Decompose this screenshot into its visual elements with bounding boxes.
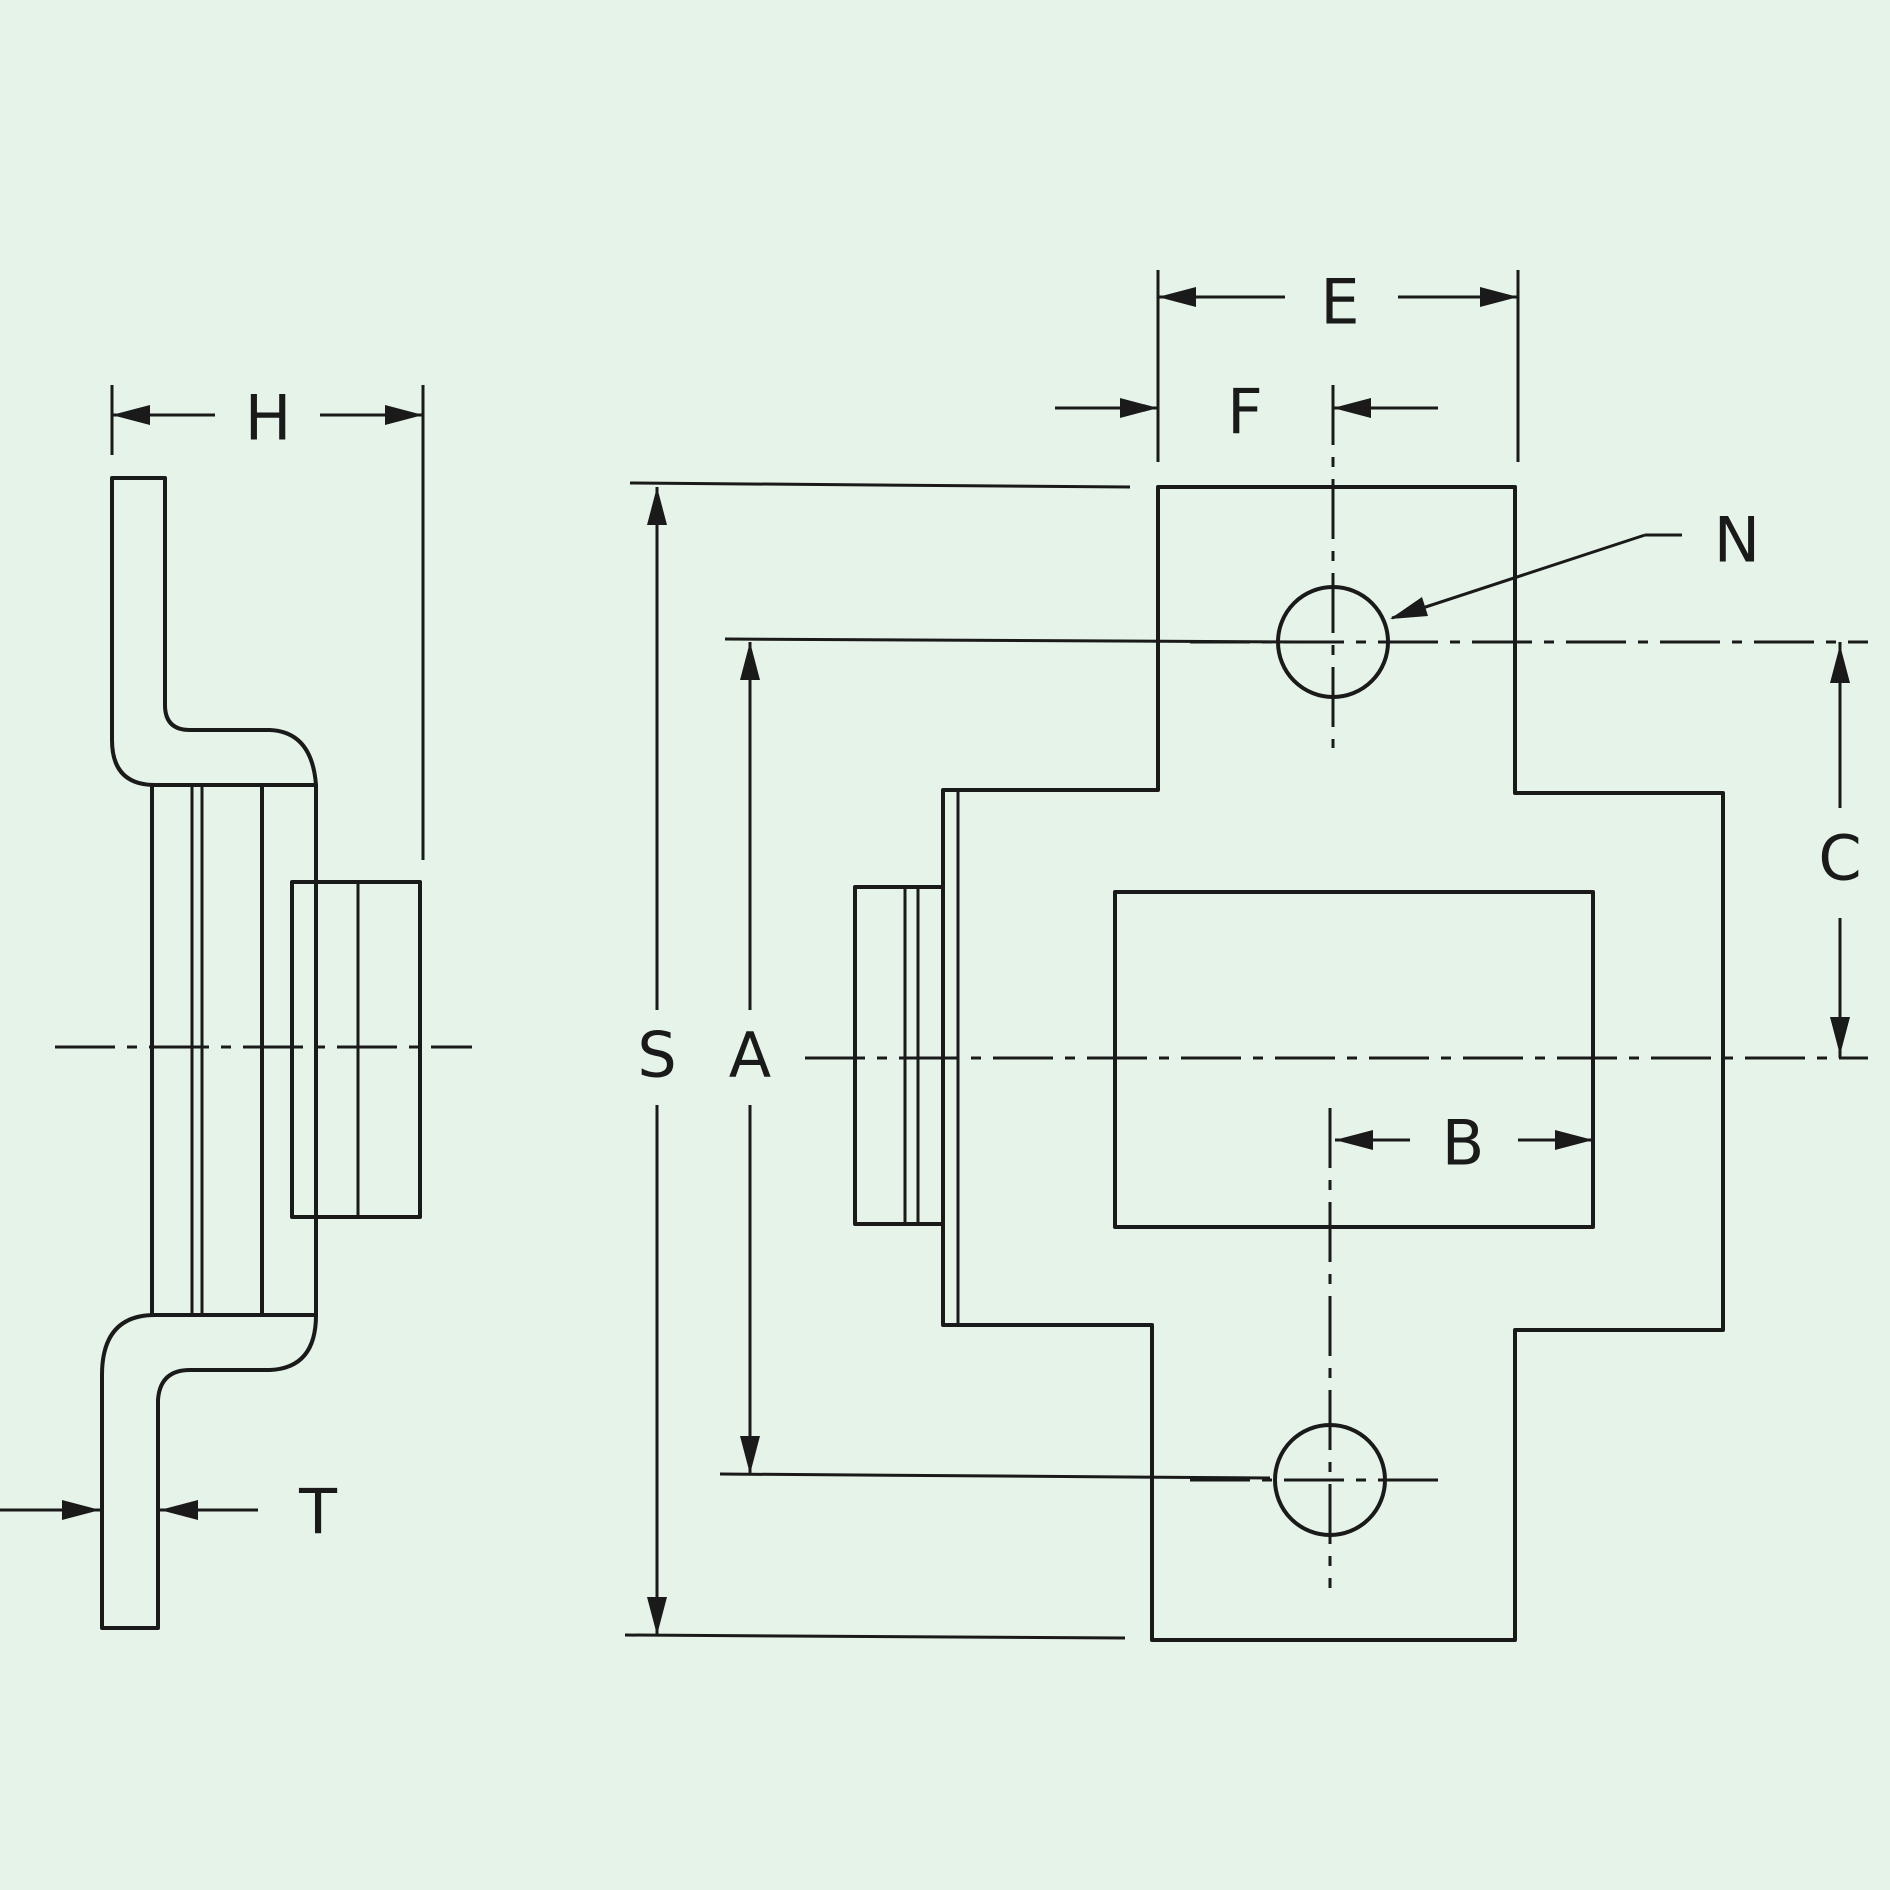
leader-n bbox=[1391, 533, 1646, 620]
dim-b-arrow-left bbox=[1335, 1130, 1373, 1150]
dim-s-arrow-top bbox=[647, 487, 667, 525]
side-collar bbox=[290, 880, 422, 1219]
dim-h-arrow-left bbox=[112, 405, 150, 425]
dim-h-arrow-right bbox=[385, 405, 423, 425]
side-lower-flange bbox=[100, 1313, 318, 1630]
dim-a-arrow-bottom bbox=[740, 1436, 760, 1474]
label-h: H bbox=[245, 382, 292, 455]
dim-f-arrow-right bbox=[1333, 398, 1371, 418]
label-a: A bbox=[729, 1019, 771, 1092]
side-upper-flange bbox=[110, 476, 318, 882]
label-e: E bbox=[1320, 266, 1359, 339]
dim-b-arrow-right bbox=[1555, 1130, 1593, 1150]
label-b: B bbox=[1442, 1107, 1485, 1180]
dim-s-ext-bottom bbox=[624, 1633, 1126, 1640]
front-view: S A E F N C bbox=[624, 266, 1868, 1642]
dim-s-arrow-bottom bbox=[647, 1597, 667, 1635]
dim-e-arrow-right bbox=[1480, 287, 1518, 307]
dim-c-arrow-top bbox=[1830, 645, 1850, 683]
label-f: F bbox=[1227, 376, 1263, 449]
dim-c-arrow-bottom bbox=[1830, 1017, 1850, 1055]
front-shaft-stub bbox=[853, 885, 945, 1226]
label-t: T bbox=[298, 1476, 338, 1549]
leader-n-arrow bbox=[1390, 597, 1428, 619]
dim-a-arrow-top bbox=[740, 642, 760, 680]
side-view: H T bbox=[0, 382, 472, 1630]
label-c: C bbox=[1818, 822, 1861, 895]
dim-s-ext-top bbox=[629, 481, 1131, 489]
dim-f-arrow-left bbox=[1120, 398, 1158, 418]
dim-e-arrow-left bbox=[1158, 287, 1196, 307]
dim-t-arrow-right bbox=[160, 1500, 198, 1520]
label-n: N bbox=[1714, 504, 1760, 577]
dim-a-ext-top bbox=[724, 637, 1301, 644]
label-s: S bbox=[637, 1019, 676, 1092]
dim-t-arrow-left bbox=[62, 1500, 100, 1520]
front-housing-outline bbox=[941, 485, 1725, 1642]
dim-a-ext-bottom bbox=[719, 1472, 1271, 1480]
